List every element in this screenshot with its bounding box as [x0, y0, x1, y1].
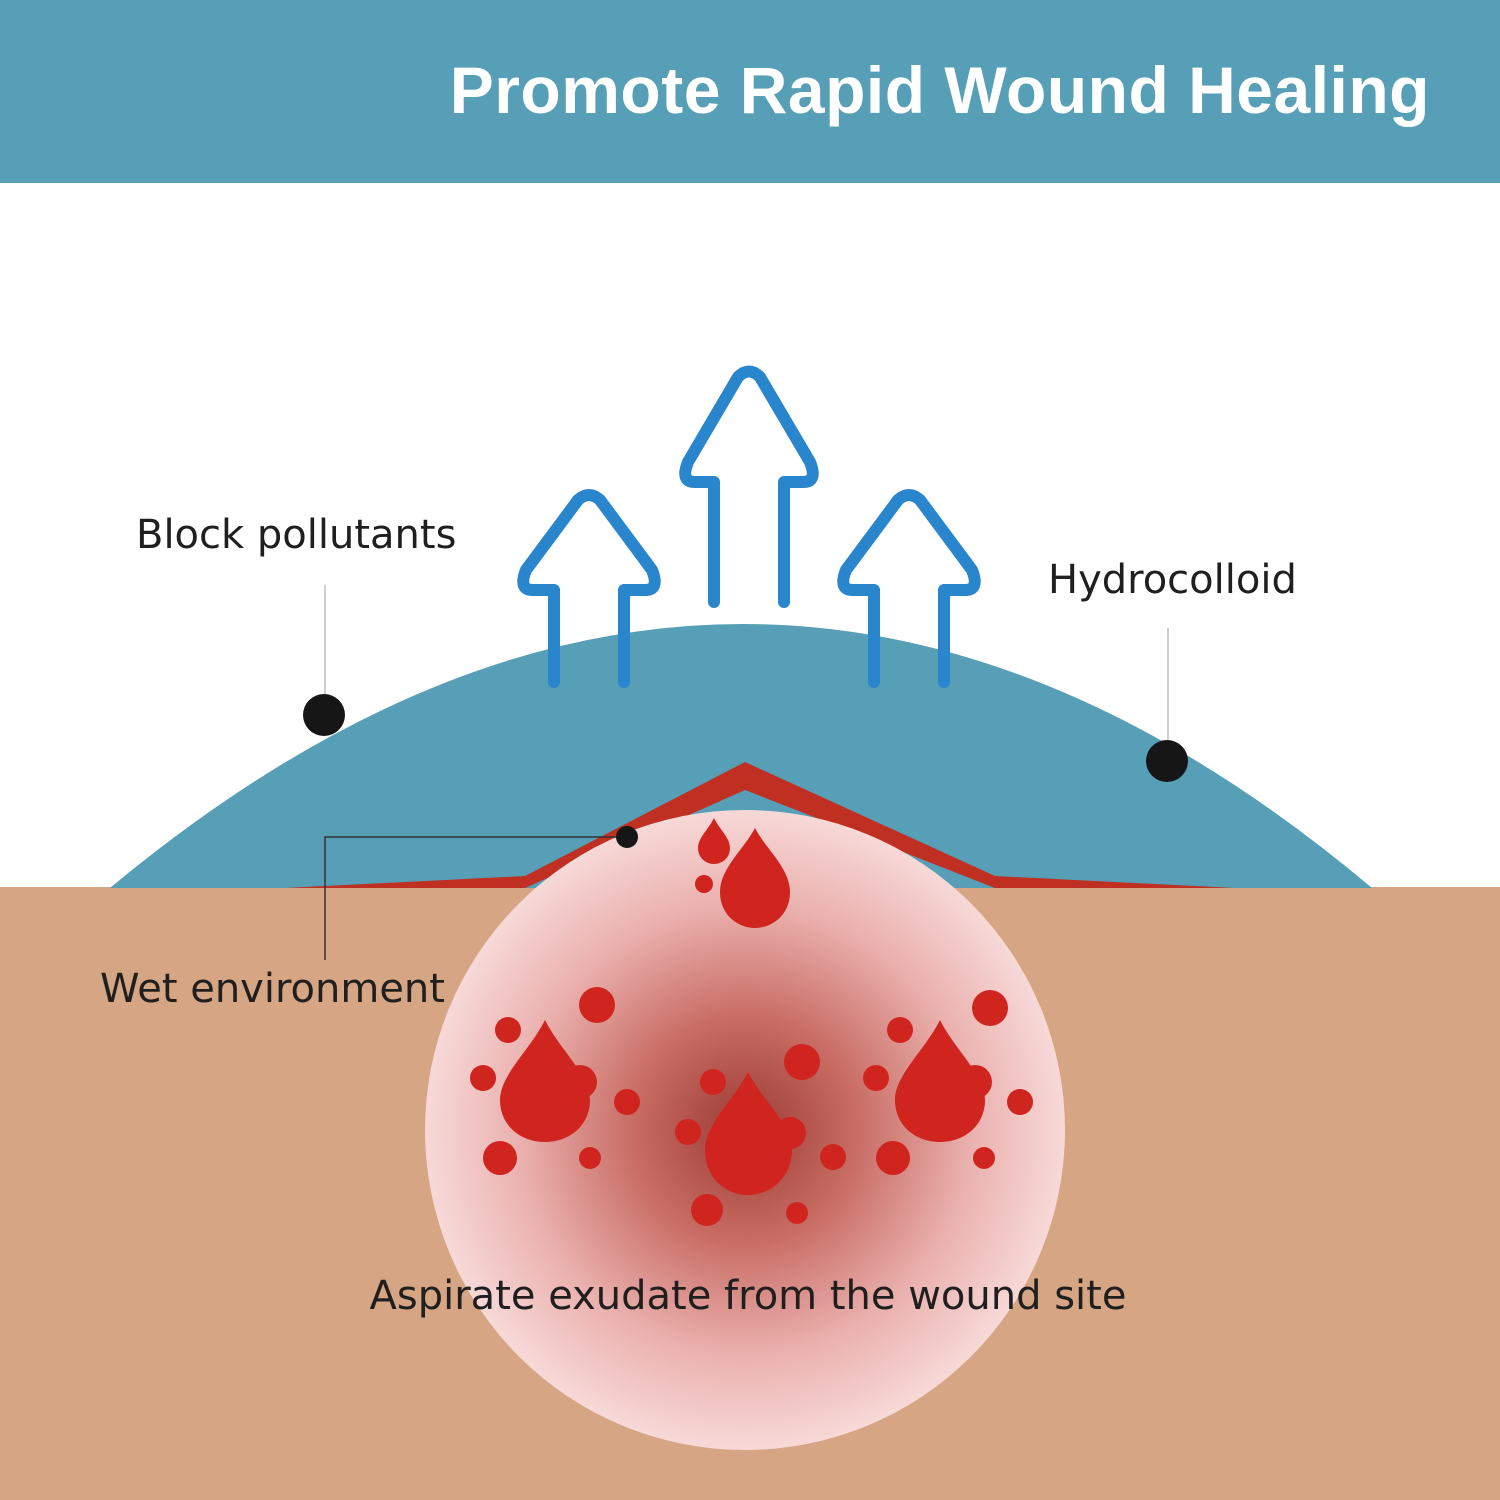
blood-droplet-icon: [863, 990, 1033, 1175]
callout-dot-icon: [303, 694, 345, 736]
callout-line-wet: [324, 836, 627, 960]
wet-environment-layer: [285, 762, 1235, 888]
page-title: Promote Rapid Wound Healing: [449, 53, 1430, 127]
label-aspirate-text: Aspirate exudate from the wound site: [369, 1273, 1127, 1319]
blood-droplet-icon: [470, 987, 640, 1175]
blood-droplet-icon: [695, 818, 790, 928]
label-hydrocolloid: Hydrocolloid: [1048, 557, 1297, 603]
hydrocolloid-dressing: [110, 624, 1372, 888]
upward-arrow-icon: [679, 365, 819, 608]
blood-droplet-icon: [675, 1044, 846, 1226]
label-block-pollutants: Block pollutants: [136, 512, 457, 558]
header-banner: Promote Rapid Wound Healing: [0, 0, 1500, 183]
callout-dot-icon: [616, 826, 638, 848]
upward-arrow-icon: [517, 489, 661, 688]
callout-dot-icon: [1146, 740, 1188, 782]
label-aspirate-exudate: Aspirate exudate from the wound site: [0, 1273, 1500, 1319]
upward-arrow-icon: [837, 489, 981, 688]
label-wet-environment: Wet environment: [100, 966, 445, 1012]
